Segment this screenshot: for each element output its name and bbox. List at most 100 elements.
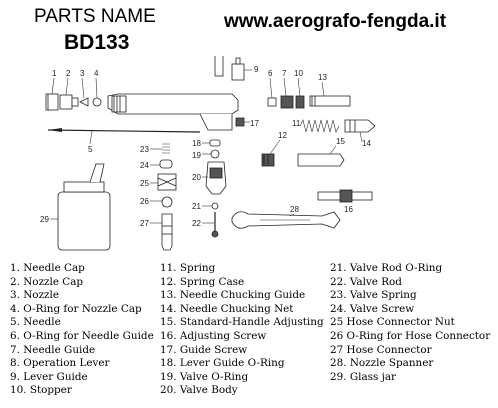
legend-item: 8. Operation Lever <box>10 357 110 370</box>
legend-item: 17. Guide Screw <box>160 343 248 356</box>
part-needle <box>47 128 201 133</box>
part-o-ring-hose-connector <box>161 196 173 208</box>
part-needle-chucking-net <box>344 119 376 133</box>
callout-22: 22 <box>192 219 214 228</box>
legend-item: 26 O-Ring for Hose Connector <box>330 329 491 342</box>
part-nozzle <box>79 97 89 107</box>
part-operation-lever <box>214 56 224 77</box>
callout-23: 23 <box>140 145 162 154</box>
part-needle-chucking-guide <box>309 95 351 107</box>
part-nozzle-cap <box>59 94 79 110</box>
svg-text:17: 17 <box>250 119 259 128</box>
part-valve-spring <box>162 143 170 154</box>
svg-text:6: 6 <box>268 69 273 78</box>
part-valve-o-ring <box>210 149 220 159</box>
part-valve-rod <box>211 212 219 238</box>
part-spring-case <box>261 153 275 167</box>
legend-column-2: 11. Spring 12. Spring Case 13. Needle Ch… <box>160 262 324 398</box>
legend-item: 28. Nozzle Spanner <box>330 357 434 370</box>
callout-16: 16 <box>344 205 353 214</box>
callout-6: 6 <box>268 69 273 99</box>
part-o-ring-nozzle-cap <box>92 97 102 107</box>
legend-item: 21. Valve Rod O-Ring <box>330 262 443 274</box>
svg-text:18: 18 <box>192 139 201 148</box>
website-url: www.aerografo-fengda.it <box>224 11 447 32</box>
callout-3: 3 <box>80 69 85 99</box>
legend-item: 23. Valve Spring <box>330 289 417 302</box>
svg-text:11: 11 <box>292 119 301 128</box>
legend-item: 11. Spring <box>160 262 216 274</box>
legend-item: 18. Lever Guide O-Ring <box>160 357 285 370</box>
parts-name-title: PARTS NAME <box>34 6 156 27</box>
part-guide-screw <box>235 117 245 127</box>
part-needle-guide <box>280 95 294 109</box>
svg-text:12: 12 <box>278 131 287 140</box>
callout-7: 7 <box>282 69 287 97</box>
part-valve-rod-o-ring <box>211 202 219 210</box>
callout-20: 20 <box>192 173 208 182</box>
part-nozzle-spanner <box>231 211 341 229</box>
model-code: BD133 <box>64 31 130 54</box>
svg-text:23: 23 <box>140 145 149 154</box>
part-glass-jar <box>57 163 111 251</box>
svg-text:14: 14 <box>362 139 371 148</box>
legend-item: 1. Needle Cap <box>10 262 85 274</box>
legend-item: 10. Stopper <box>10 384 72 397</box>
part-adjusting-screw <box>317 189 373 203</box>
svg-text:10: 10 <box>294 69 303 78</box>
legend-item: 29. Glass jar <box>330 370 396 383</box>
part-spring <box>299 119 340 133</box>
legend-item: 2. Nozzle Cap <box>10 275 84 288</box>
callout-5: 5 <box>88 130 93 154</box>
legend-item: 4. O-Ring for Nozzle Cap <box>10 302 142 315</box>
svg-text:21: 21 <box>192 202 201 211</box>
legend-item: 9. Lever Guide <box>10 370 88 383</box>
callout-14: 14 <box>359 131 371 148</box>
callout-17: 17 <box>244 119 259 128</box>
svg-text:27: 27 <box>140 219 149 228</box>
legend-item: 13. Needle Chucking Guide <box>160 289 306 302</box>
svg-text:24: 24 <box>140 161 149 170</box>
svg-text:9: 9 <box>254 65 259 74</box>
legend-item: 6. O-Ring for Needle Guide <box>10 329 154 342</box>
legend-item: 15. Standard-Handle Adjusting <box>160 316 324 329</box>
callout-15: 15 <box>329 137 345 155</box>
legend-item: 27 Hose Connector <box>330 343 432 356</box>
callout-4: 4 <box>94 69 99 99</box>
callout-11: 11 <box>292 119 301 128</box>
legend-item: 12. Spring Case <box>160 275 245 288</box>
svg-text:5: 5 <box>88 145 93 154</box>
callout-18: 18 <box>192 139 210 148</box>
legend-item: 20. Valve Body <box>160 384 238 397</box>
callout-13: 13 <box>318 73 327 97</box>
callout-2: 2 <box>65 69 71 96</box>
callout-27: 27 <box>140 219 162 228</box>
svg-text:26: 26 <box>140 197 149 206</box>
svg-text:1: 1 <box>52 69 57 78</box>
svg-text:29: 29 <box>40 215 49 224</box>
svg-text:22: 22 <box>192 219 201 228</box>
callout-25: 25 <box>140 179 158 188</box>
part-lever-guide <box>231 57 245 81</box>
part-hose-connector <box>161 213 173 251</box>
exploded-parts-diagram: 1 2 3 4 5 6 7 8 9 10 11 12 13 14 15 16 1… <box>40 56 376 251</box>
svg-text:25: 25 <box>140 179 149 188</box>
legend-item: 5. Needle <box>10 316 61 329</box>
callout-1: 1 <box>51 69 57 95</box>
legend-item: 19. Valve O-Ring <box>160 370 249 383</box>
legend-item: 14. Needle Chucking Net <box>160 302 294 315</box>
legend-item: 7. Needle Guide <box>10 343 96 356</box>
svg-text:15: 15 <box>336 137 345 146</box>
part-airbrush-body <box>107 93 239 131</box>
svg-text:16: 16 <box>344 205 353 214</box>
part-o-ring-needle-guide <box>267 97 277 107</box>
part-stopper <box>295 95 305 109</box>
callout-10: 10 <box>294 69 303 97</box>
svg-text:7: 7 <box>282 69 287 78</box>
legend-item: 24. Valve Screw <box>330 302 415 315</box>
legend-item: 3. Nozzle <box>10 289 59 302</box>
part-needle-cap <box>45 93 59 111</box>
svg-text:3: 3 <box>80 69 85 78</box>
svg-text:4: 4 <box>94 69 99 78</box>
legend-item: 22. Valve Rod <box>330 275 402 288</box>
